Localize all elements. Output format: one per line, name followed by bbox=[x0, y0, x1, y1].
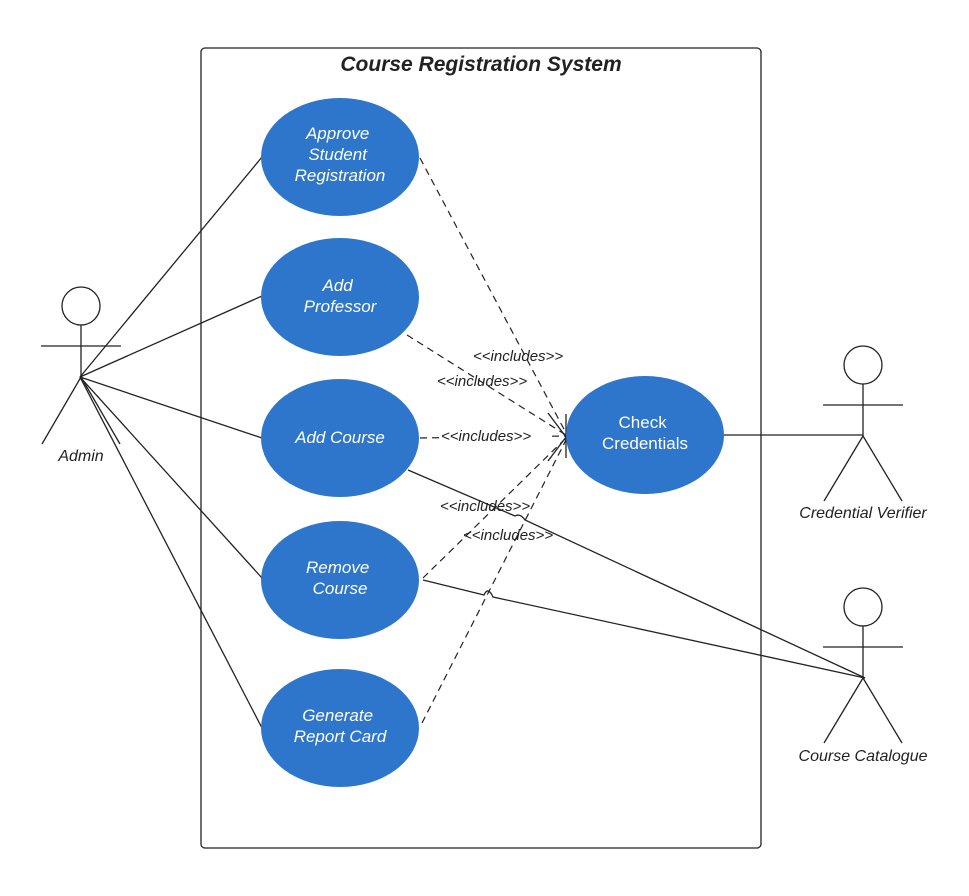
assoc-remove-course-catalogue bbox=[422, 579, 866, 679]
include-remove-course bbox=[422, 437, 567, 579]
use-case-label: Add Professor bbox=[304, 276, 378, 316]
actor-leg-right bbox=[80, 376, 121, 445]
use-case-label: Approve Student Registration bbox=[295, 124, 386, 185]
actor-leg-right bbox=[862, 435, 903, 502]
actor-head bbox=[61, 286, 101, 326]
assoc-admin-report-card bbox=[79, 376, 263, 729]
actor-course-catalogue[interactable]: Course Catalogue bbox=[799, 587, 928, 765]
system-title: Course Registration System bbox=[340, 53, 621, 76]
assoc-admin-approve bbox=[79, 156, 263, 378]
actor-head bbox=[843, 345, 883, 385]
use-case-shape bbox=[261, 521, 419, 639]
use-case-check-credentials[interactable]: Check Credentials bbox=[566, 376, 724, 494]
assoc-admin-add-course bbox=[79, 376, 263, 439]
actor-leg-left bbox=[823, 435, 864, 502]
include-arrowhead bbox=[547, 412, 567, 462]
use-case-generate-report-card[interactable]: Generate Report Card bbox=[261, 669, 419, 787]
include-add-professor bbox=[406, 334, 567, 436]
assoc-admin-add-professor bbox=[79, 295, 263, 378]
use-case-label: Remove Course bbox=[306, 558, 374, 598]
use-case-shape bbox=[566, 376, 724, 494]
actor-head bbox=[843, 587, 883, 627]
system-boundary bbox=[200, 47, 762, 849]
include-label-add-professor: <<includes>> bbox=[437, 373, 527, 390]
use-case-label: Generate Report Card bbox=[294, 706, 387, 746]
include-report-card bbox=[421, 439, 567, 724]
actor-leg-left bbox=[823, 677, 864, 744]
include-label-add-course: <<includes>> bbox=[441, 428, 531, 445]
actor-credential-verifier[interactable]: Credential Verifier bbox=[799, 345, 927, 522]
actor-label: Course Catalogue bbox=[799, 748, 928, 765]
actor-leg-left bbox=[41, 376, 82, 445]
assoc-admin-remove-course bbox=[79, 376, 263, 579]
include-label-remove-course: <<includes>> bbox=[440, 498, 530, 515]
use-case-approve-student-registration[interactable]: Approve Student Registration bbox=[261, 98, 419, 216]
use-case-add-professor[interactable]: Add Professor bbox=[261, 238, 419, 356]
use-case-label: Check Credentials bbox=[602, 413, 688, 453]
include-label-bg bbox=[440, 425, 548, 445]
include-approve bbox=[419, 157, 567, 434]
use-case-shape bbox=[261, 238, 419, 356]
actor-label: Admin bbox=[57, 448, 103, 465]
include-label-approve: <<includes>> bbox=[473, 348, 563, 365]
actor-admin[interactable]: Admin bbox=[41, 286, 121, 465]
actor-label: Credential Verifier bbox=[799, 505, 927, 522]
use-case-label: Add Course bbox=[294, 428, 385, 447]
use-case-add-course[interactable]: Add Course bbox=[261, 379, 419, 497]
include-labels: <<includes>> <<includes>> <<includes>> <… bbox=[437, 348, 563, 544]
use-case-remove-course[interactable]: Remove Course bbox=[261, 521, 419, 639]
admin-associations bbox=[79, 156, 263, 729]
assoc-add-course-catalogue bbox=[407, 469, 866, 679]
use-case-shape bbox=[261, 669, 419, 787]
actor-leg-right bbox=[862, 677, 903, 744]
include-label-report-card: <<includes>> bbox=[463, 527, 553, 544]
use-case-shape bbox=[261, 98, 419, 216]
use-case-shape bbox=[261, 379, 419, 497]
